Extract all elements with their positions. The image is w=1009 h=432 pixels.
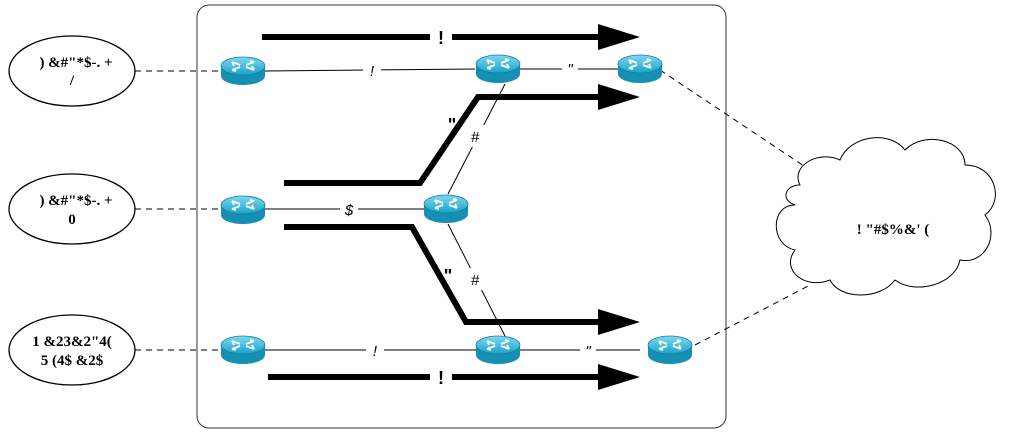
router-r8 [647, 335, 693, 365]
flow-lower-arrowhead [598, 309, 640, 335]
link-label-top-right: " [567, 61, 573, 78]
router-r3 [617, 54, 663, 84]
flow-lower-branch [284, 224, 600, 325]
router-r7 [475, 335, 521, 365]
link-label-bottom-left: ! [373, 343, 378, 360]
router-r5 [423, 194, 469, 224]
flow-label-upper-branch: " [448, 115, 457, 135]
client-1 [8, 35, 136, 107]
router-r2 [475, 54, 521, 84]
client-2-label-line2: 0 [68, 212, 76, 228]
network-boundary [196, 4, 727, 429]
link-label-diag-upper: # [471, 129, 480, 146]
client-3-label-line2: 5 (4$ &2$ [41, 353, 104, 369]
flow-top-arrowhead [598, 24, 640, 50]
client-1-label-line1: ) &#"*$-. + [39, 55, 112, 71]
link-label-middle: $ [344, 202, 354, 219]
client-3-label-line1: 1 &23&2"4( [32, 334, 112, 350]
cloud-link-bottom [694, 284, 811, 346]
client-3 [8, 314, 136, 386]
client-2 [8, 173, 136, 245]
flow-upper-arrowhead [598, 84, 640, 110]
router-r1 [220, 56, 266, 86]
router-r6 [220, 335, 266, 365]
flow-label-top: ! [438, 28, 444, 48]
flow-upper-branch [284, 94, 600, 186]
cloud-label: ! "#$%&' ( [857, 222, 929, 238]
flow-label-lower-branch: " [444, 266, 453, 286]
flow-label-bottom: ! [438, 368, 444, 388]
link-label-bottom-right: " [585, 343, 591, 360]
router-r4 [220, 195, 266, 225]
client-1-label-line2: / [69, 73, 75, 89]
link-label-top-left: ! [370, 63, 375, 80]
client-2-label-line1: ) &#"*$-. + [39, 193, 112, 209]
cloud-link-top [659, 69, 826, 181]
link-label-diag-lower: # [471, 272, 480, 289]
cloud [775, 137, 996, 296]
flow-bottom-arrowhead [598, 364, 640, 390]
